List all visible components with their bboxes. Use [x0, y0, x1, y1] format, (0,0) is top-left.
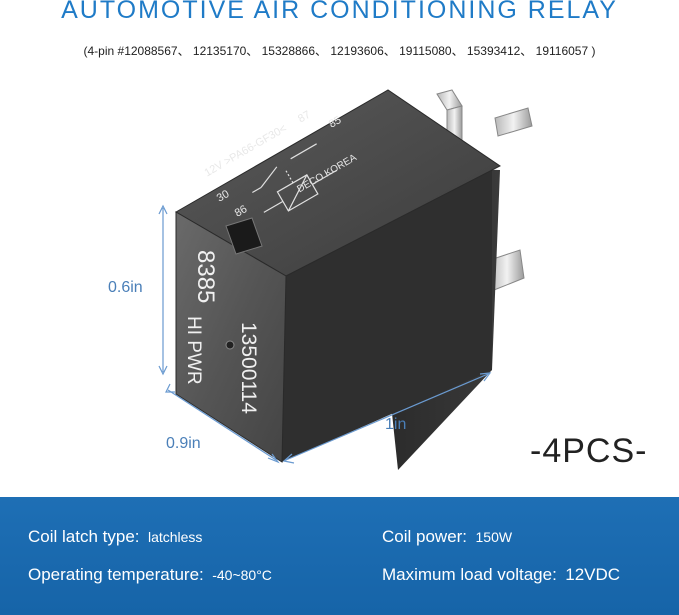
- spec-operating-temp-value: -40~80°C: [212, 567, 272, 583]
- spec-max-load-voltage-label: Maximum load voltage:: [382, 565, 557, 584]
- spec-max-load-voltage-value: 12VDC: [565, 565, 621, 584]
- page-title: AUTOMOTIVE AIR CONDITIONING RELAY: [61, 0, 618, 24]
- pin-label-30: 30: [215, 188, 232, 205]
- dimension-depth: 0.9in: [166, 435, 201, 452]
- latch-notch: [225, 217, 263, 255]
- relay-part-number: 13500114: [237, 322, 260, 414]
- relay-schematic: [252, 143, 337, 213]
- quantity-label: -4PCS-: [530, 432, 648, 470]
- spec-band: Coil latch type: latchless Coil power: 1…: [0, 497, 679, 615]
- relay-hi-pwr: HI PWR: [183, 316, 204, 385]
- dimension-height: 0.6in: [108, 279, 143, 296]
- pin-label-85: 85: [327, 114, 344, 131]
- spec-coil-latch-value: latchless: [147, 529, 203, 545]
- screw-hole: [225, 340, 235, 350]
- spec-coil-latch-label: Coil latch type:: [28, 527, 140, 546]
- relay-illustration: 12V >PA66-GF30< 87 85 30 86 DECO KOREA 8…: [158, 89, 533, 470]
- spec-coil-power-value: 150W: [475, 529, 513, 545]
- part-number-list: (4-pin #12088567、 12135170、 15328866、 12…: [83, 44, 596, 58]
- spec-coil-power-label: Coil power:: [382, 527, 468, 546]
- pin-label-86: 86: [233, 203, 250, 220]
- dimension-lines: [158, 204, 492, 464]
- spec-coil-power: Coil power: 150W: [382, 527, 512, 547]
- spec-operating-temp: Operating temperature: -40~80°C: [28, 565, 272, 585]
- spec-operating-temp-label: Operating temperature:: [28, 565, 204, 584]
- dimension-width: 1in: [385, 416, 407, 433]
- spec-max-load-voltage: Maximum load voltage: 12VDC: [382, 565, 620, 585]
- pin-label-87: 87: [296, 109, 313, 126]
- relay-code: 8385: [192, 250, 219, 303]
- spec-coil-latch: Coil latch type: latchless: [28, 527, 202, 547]
- relay-front-face: [175, 211, 287, 463]
